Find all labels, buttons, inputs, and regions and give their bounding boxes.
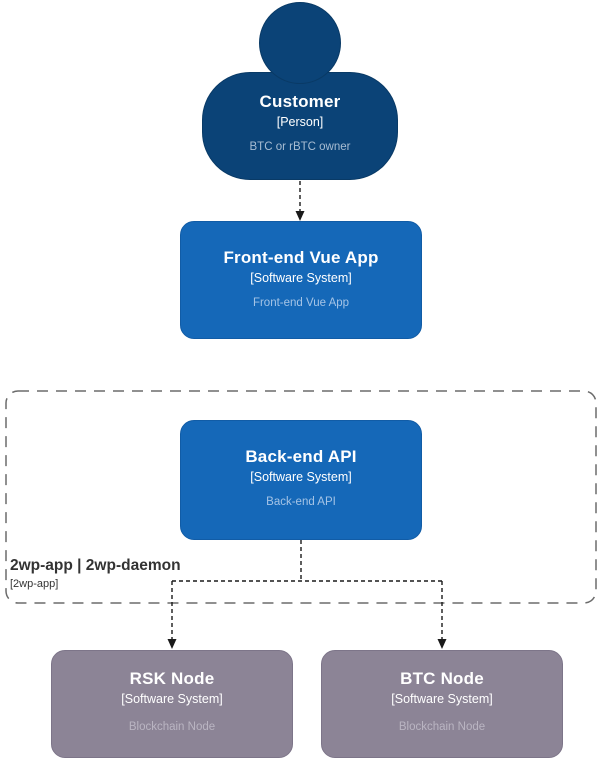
customer-person-head-icon xyxy=(259,2,341,84)
node-subtitle: [Software System] xyxy=(391,692,493,706)
edge-backend-nodes xyxy=(171,540,443,640)
boundary-subtitle: [2wp-app] xyxy=(10,578,59,590)
node-title: Back-end API xyxy=(245,447,357,466)
customer-person-body xyxy=(202,72,398,180)
boundary-label: 2wp-app | 2wp-daemon [2wp-app] xyxy=(10,557,181,591)
node-title: RSK Node xyxy=(129,669,215,688)
node-rsk-node: RSK Node [Software System] Blockchain No… xyxy=(51,650,293,758)
node-description: BTC or rBTC owner xyxy=(249,141,351,153)
node-description: Back-end API xyxy=(266,496,336,508)
node-description: Front-end Vue App xyxy=(252,297,350,309)
node-subtitle: [Software System] xyxy=(121,692,223,706)
node-title: Front-end Vue App xyxy=(223,248,379,267)
node-title: BTC Node xyxy=(400,669,484,688)
2wp-app-boundary xyxy=(5,390,597,604)
node-frontend-vue-app: Front-end Vue App [Software System] Fron… xyxy=(180,221,422,339)
node-description: Blockchain Node xyxy=(398,721,486,733)
arrowhead-rsk xyxy=(167,639,177,649)
node-subtitle: [Software System] xyxy=(250,271,352,285)
node-btc-node: BTC Node [Software System] Blockchain No… xyxy=(321,650,563,758)
node-description: Blockchain Node xyxy=(128,721,216,733)
node-subtitle: [Software System] xyxy=(250,470,352,484)
node-title: Customer xyxy=(259,92,341,111)
node-backend-api: Back-end API [Software System] Back-end … xyxy=(180,420,422,540)
boundary-title: 2wp-app | 2wp-daemon xyxy=(10,557,181,574)
node-subtitle: [Person] xyxy=(276,115,324,129)
arrowhead-btc xyxy=(437,639,447,649)
node-customer: Customer [Person] BTC or rBTC owner xyxy=(202,72,398,180)
arrowhead-frontend xyxy=(295,211,305,221)
